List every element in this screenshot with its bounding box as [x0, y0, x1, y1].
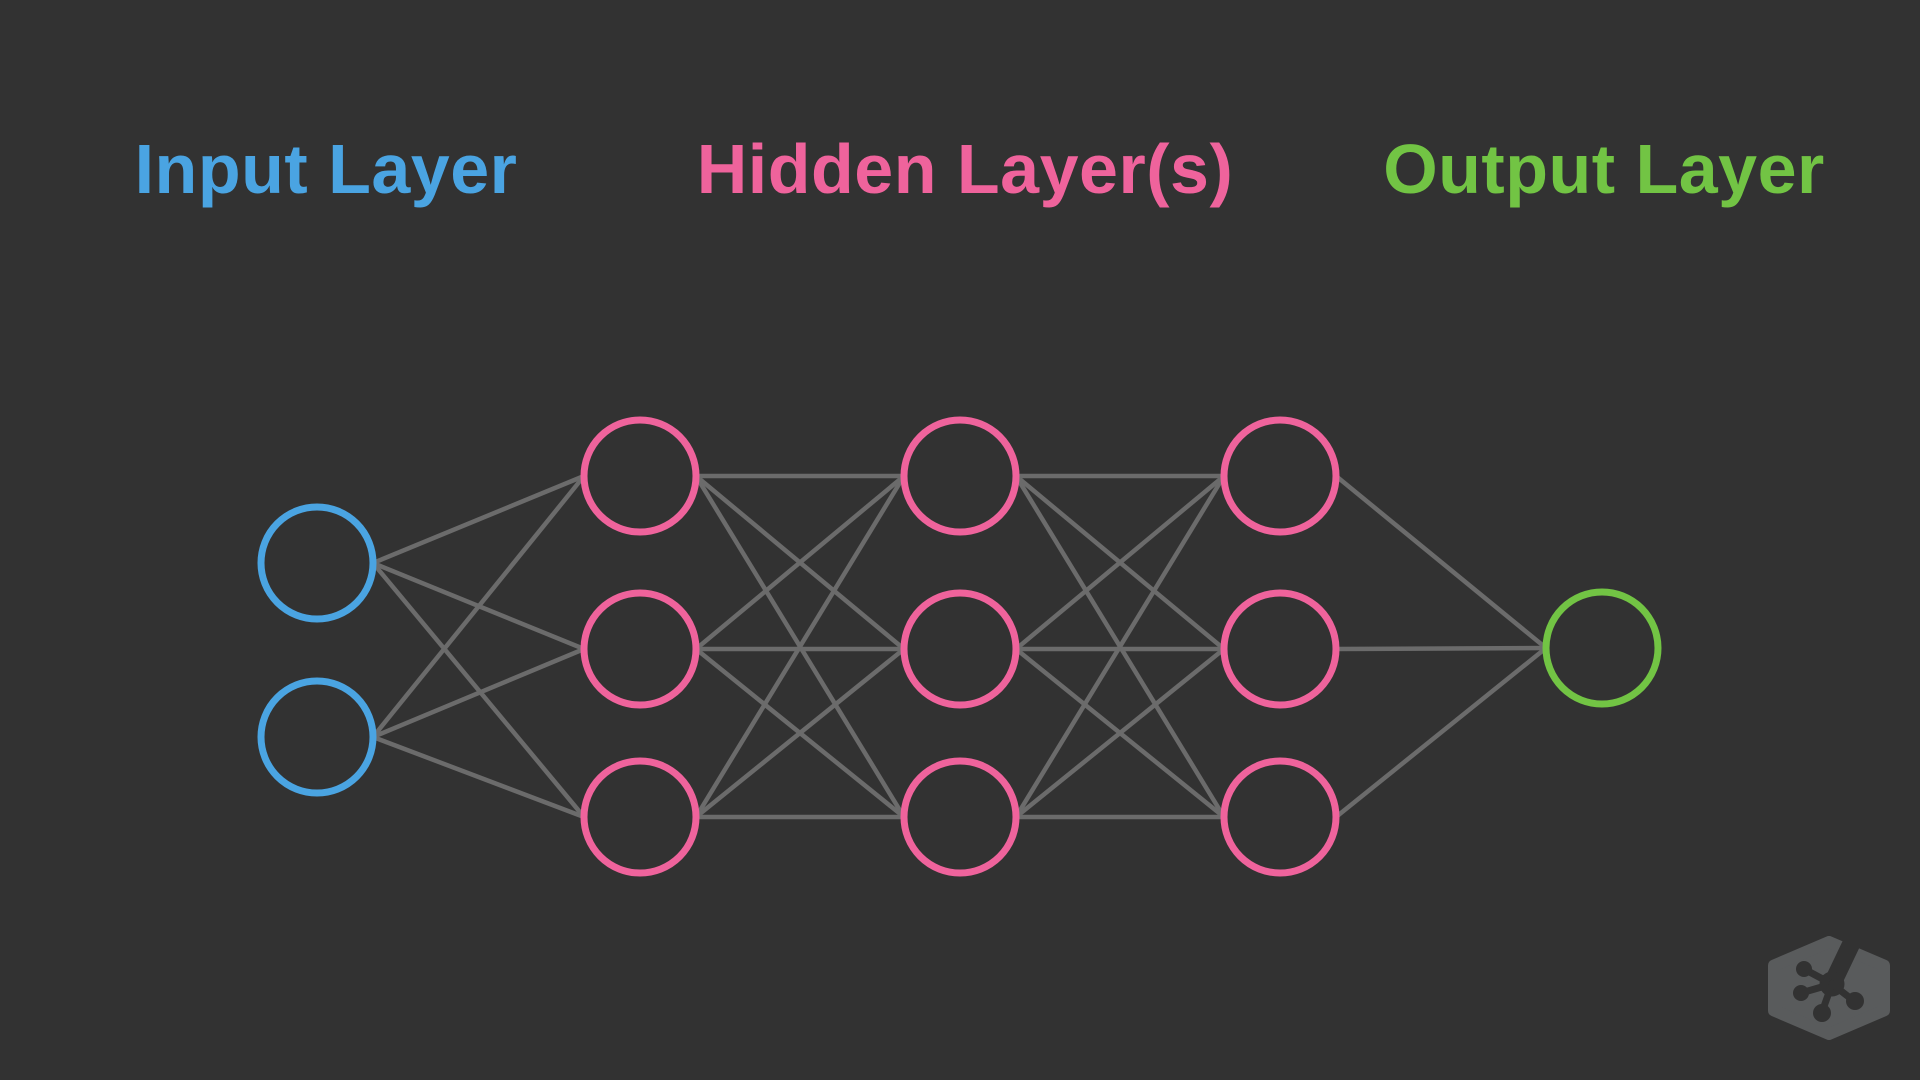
edge-input-to-hidden-1 [372, 473, 585, 566]
edge-input-to-hidden-1 [372, 646, 585, 740]
network-nodes [257, 416, 1662, 877]
network-edges [371, 473, 1548, 820]
edge-input-to-hidden-1 [371, 561, 586, 819]
edge-hidden-3-to-output [1334, 474, 1548, 650]
treehouse-logo-icon [1768, 936, 1890, 1040]
hidden-1-node-1 [580, 416, 700, 536]
output-node-1 [1542, 588, 1662, 708]
edge-hidden-1-to-hidden-2 [694, 647, 906, 819]
edge-hidden-2-to-hidden-3 [1014, 474, 1226, 651]
output-layer-label: Output Layer [1383, 130, 1825, 208]
edge-hidden-2-to-hidden-3 [1014, 647, 1226, 819]
hidden-1-node-3 [580, 757, 700, 877]
edge-hidden-3-to-output [1334, 646, 1548, 819]
input-node-2 [257, 677, 377, 797]
hidden-1-node-2 [580, 589, 700, 709]
hidden-3-node-3 [1220, 757, 1340, 877]
hidden-2-node-2 [900, 589, 1020, 709]
edge-hidden-1-to-hidden-2 [694, 474, 906, 651]
edge-hidden-3-to-output [1335, 645, 1547, 652]
hidden-2-node-3 [900, 757, 1020, 877]
edge-hidden-1-to-hidden-2 [694, 474, 906, 819]
hidden-3-node-1 [1220, 416, 1340, 536]
hidden-layer-label: Hidden Layer(s) [696, 130, 1234, 208]
edge-hidden-2-to-hidden-3 [1014, 474, 1226, 819]
hidden-3-node-2 [1220, 589, 1340, 709]
input-layer-label: Input Layer [134, 130, 518, 208]
frog-foot-icon [1793, 936, 1864, 1022]
input-node-1 [257, 503, 377, 623]
hidden-2-node-1 [900, 416, 1020, 536]
edge-input-to-hidden-1 [371, 474, 586, 739]
edge-input-to-hidden-1 [372, 734, 585, 820]
